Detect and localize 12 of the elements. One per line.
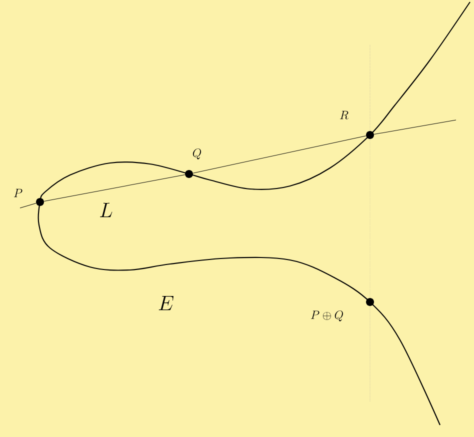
curve-label: $E$ (158, 296, 174, 310)
line (44, 174, 186, 202)
line (192, 136, 366, 174)
point-label: $R$ (340, 110, 348, 120)
point-label: $P \oplus Q$ (310, 310, 343, 322)
point-label: $Q$ (192, 148, 202, 160)
point-dot (185, 170, 193, 178)
point-dot (366, 298, 374, 306)
point-dot (366, 131, 374, 139)
point-label: $P$ (14, 188, 22, 198)
point-dot (36, 198, 44, 206)
curve-label: $L$ (100, 202, 112, 218)
